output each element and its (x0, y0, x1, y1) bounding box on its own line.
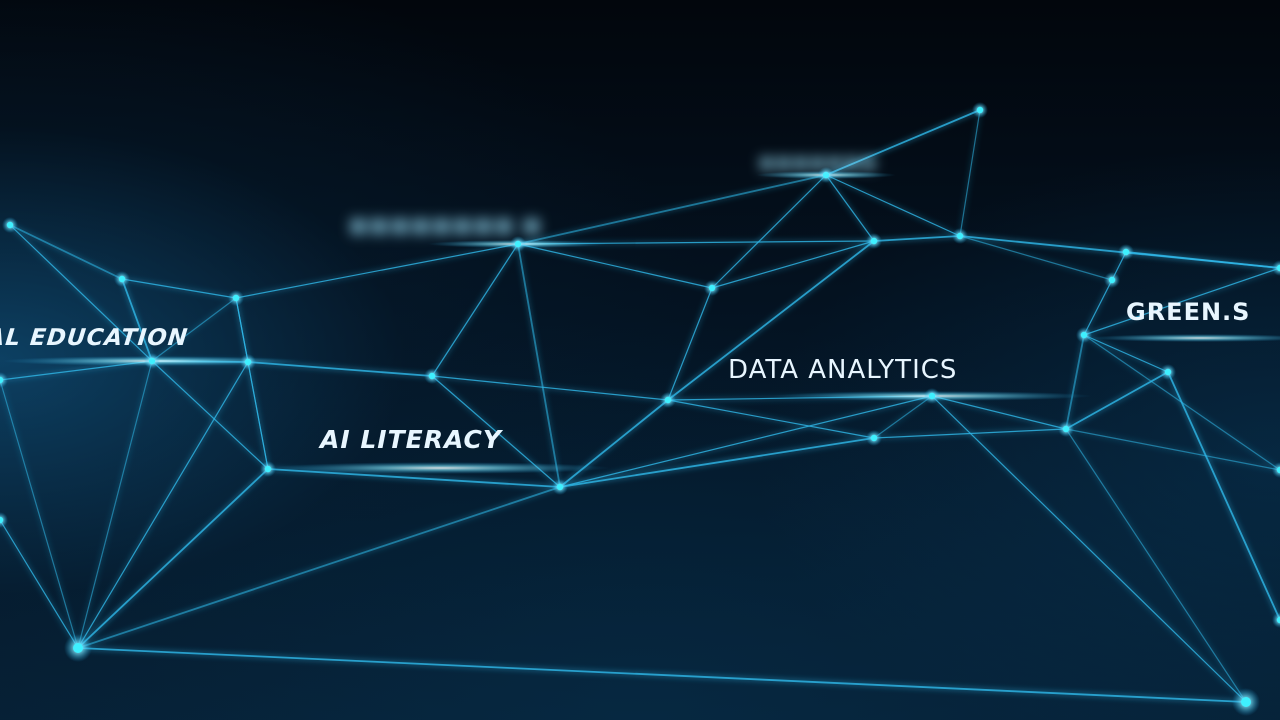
network-node (0, 376, 4, 384)
network-edge (9, 224, 153, 362)
network-edge (959, 235, 1113, 281)
light-flare (1090, 334, 1280, 342)
network-edge (247, 361, 433, 377)
network-edge (235, 243, 519, 299)
network-edge (825, 174, 961, 237)
network-edge (151, 360, 269, 470)
network-edge (873, 428, 1067, 439)
network-edge (121, 278, 237, 299)
label-education: NAL EDUCATION (0, 325, 189, 351)
network-node (928, 392, 936, 400)
network-edge (517, 243, 561, 488)
network-edge (77, 468, 269, 649)
label-data-analytics: DATA ANALYTICS (728, 355, 957, 385)
network-edge (77, 360, 153, 649)
network-edge (9, 224, 123, 280)
network-node (1276, 466, 1280, 474)
network-edge (559, 399, 669, 488)
network-edge (1065, 428, 1247, 703)
network-node (1122, 248, 1130, 256)
network-edge (1065, 371, 1169, 430)
network-node (514, 240, 522, 248)
network-node (0, 516, 4, 524)
network-node (1062, 425, 1070, 433)
network-node (822, 171, 830, 179)
network-edge (77, 647, 1247, 703)
network-node (1276, 264, 1280, 272)
network-edge (931, 395, 1247, 703)
network-edge (873, 395, 933, 439)
network-edge (559, 395, 933, 488)
network-node (264, 465, 272, 473)
network-node (976, 106, 984, 114)
light-flare (270, 462, 610, 474)
network-edge (667, 399, 875, 439)
blurred-label-left: ■■■■■■■■ ■ (348, 213, 542, 238)
label-green: GREEN.S (1126, 298, 1250, 326)
network-edge (1083, 334, 1169, 373)
network-nodes (0, 102, 1280, 716)
network-edge (825, 109, 981, 176)
network-node (1276, 616, 1280, 624)
network-node (956, 232, 964, 240)
network-edge (0, 379, 79, 649)
node-halo (0, 372, 8, 388)
network-node (73, 643, 83, 653)
network-node (148, 357, 156, 365)
network-edge (873, 235, 961, 242)
network-edge (711, 240, 875, 289)
network-node (428, 372, 436, 380)
node-halo (1272, 260, 1280, 276)
network-node (870, 237, 878, 245)
network-edge (77, 486, 561, 649)
network-node (870, 434, 878, 442)
network-edge (1065, 428, 1280, 471)
node-halo (1272, 612, 1280, 628)
network-node (664, 396, 672, 404)
network-edge (1167, 371, 1280, 621)
network-node (244, 358, 252, 366)
network-edge (517, 174, 827, 245)
network-edge (151, 297, 237, 362)
network-node (6, 221, 14, 229)
network-edge (431, 375, 669, 401)
network-node (1080, 331, 1088, 339)
network-edge (77, 361, 249, 649)
network-edge (825, 174, 875, 242)
network-node (1164, 368, 1172, 376)
network-edge (711, 174, 827, 289)
network-edge (431, 243, 519, 377)
network-edges (0, 109, 1280, 703)
network-edge (517, 243, 713, 289)
node-halo (1272, 462, 1280, 478)
network-edge (931, 395, 1067, 430)
blurred-label-top: ■■■■■■■ (758, 152, 877, 173)
network-edge (0, 519, 79, 649)
network-node (1241, 697, 1251, 707)
node-halo (0, 512, 8, 528)
network-node (232, 294, 240, 302)
network-node (708, 284, 716, 292)
network-edge (559, 437, 875, 488)
network-edge (1083, 279, 1113, 336)
network-node (556, 483, 564, 491)
label-ai-literacy: AI LITERACY (318, 425, 504, 454)
network-edge (1065, 334, 1085, 430)
network-edge (667, 240, 875, 401)
network-edge (235, 297, 269, 470)
network-node (1108, 276, 1116, 284)
network-edge (1083, 334, 1280, 471)
network-edge (667, 287, 713, 401)
network-edge (1083, 267, 1280, 336)
network-node (118, 275, 126, 283)
network-edge (121, 278, 153, 362)
network-edge (959, 109, 981, 237)
